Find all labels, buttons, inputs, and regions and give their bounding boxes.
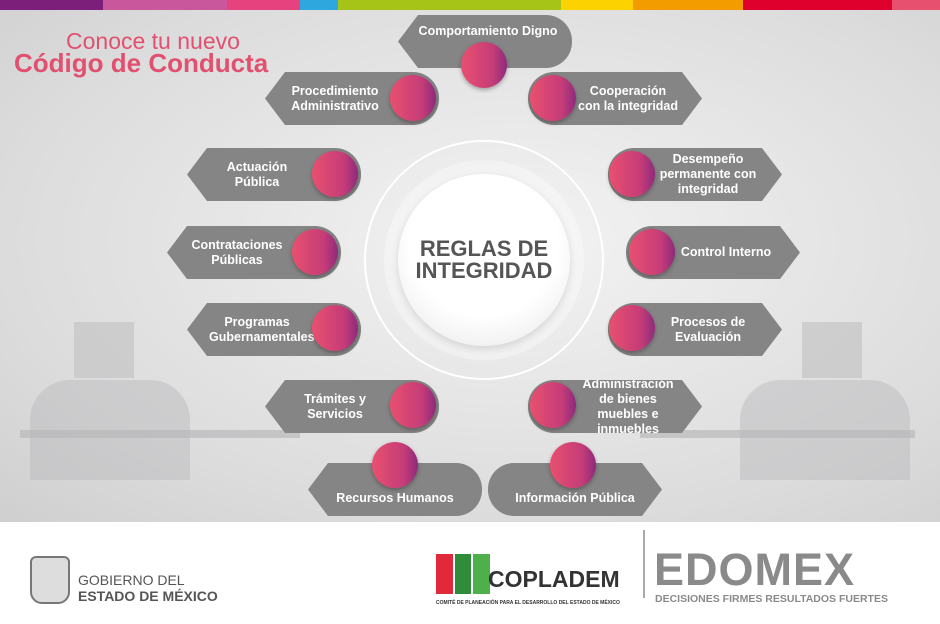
rule-dot — [390, 75, 436, 121]
edomex-tagline: DECISIONES FIRMES RESULTADOS FUERTES — [655, 593, 888, 605]
rule-dot — [629, 229, 675, 275]
color-stripe — [0, 0, 940, 10]
copladem-subtitle: COMITÉ DE PLANEACIÓN PARA EL DESARROLLO … — [436, 600, 620, 606]
rule-dot — [609, 305, 655, 351]
footer: GOBIERNO DEL ESTADO DE MÉXICO COPLADEM C… — [0, 522, 940, 624]
rule-dot — [292, 229, 338, 275]
copladem-name: COPLADEM — [488, 566, 620, 592]
title-line1: Conoce tu nuevo — [66, 28, 240, 54]
rule-dot — [312, 305, 358, 351]
rule-dot — [530, 75, 576, 121]
rule-dot — [390, 382, 436, 428]
gobierno-line1: GOBIERNO DEL — [78, 572, 185, 588]
rule-dot — [550, 442, 596, 488]
rule-dot — [609, 151, 655, 197]
center-circle: REGLAS DE INTEGRIDAD — [398, 174, 570, 346]
center-ring — [364, 140, 604, 380]
gobierno-line2: ESTADO DE MÉXICO — [78, 588, 218, 604]
rule-dot — [461, 42, 507, 88]
rule-dot — [372, 442, 418, 488]
rule-dot — [530, 382, 576, 428]
edomex-logo: EDOMEX — [654, 544, 856, 595]
rule-informacion-publica: Información Pública — [488, 463, 662, 516]
divider — [643, 530, 645, 598]
center-line1: REGLAS DE — [419, 236, 549, 261]
rule-dot — [312, 151, 358, 197]
copladem-logo-icon — [436, 554, 491, 594]
state-seal-icon — [30, 556, 70, 604]
infographic: Conoce tu nuevo Código de Conducta REGLA… — [0, 10, 940, 522]
title-line2: Código de Conducta — [14, 48, 269, 78]
center-line2: INTEGRIDAD — [415, 258, 553, 283]
